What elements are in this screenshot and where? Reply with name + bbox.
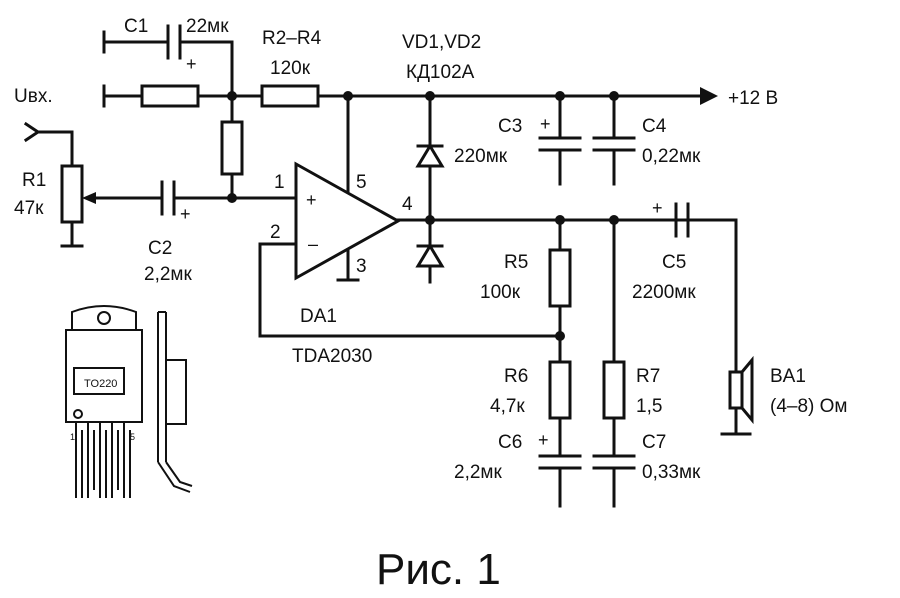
resistor-r7 [602,360,626,420]
label-package: TO220 [84,378,117,390]
to220-side-view-icon [157,311,193,493]
label-c2: C2 [148,238,172,259]
label-r2r4: R2–R4 [262,28,322,49]
capacitor-c6 [538,416,582,508]
label-c7-value: 0,33мк [642,462,701,483]
label-r1-value: 47к [14,198,44,219]
label-c2-value: 2,2мк [144,264,192,285]
label-r5-value: 100к [480,282,521,303]
label-c6-plus: + [538,430,549,450]
wire-uin [102,84,702,108]
label-r1: R1 [22,170,46,191]
label-vd: VD1,VD2 [402,32,481,53]
label-r7: R7 [636,366,660,387]
label-supply: +12 В [728,88,778,109]
label-c3: C3 [498,116,522,137]
diode-vd2 [415,243,445,268]
label-c4: C4 [642,116,667,137]
wiper-arrow-icon [82,192,96,204]
resistor-r2 [140,84,200,108]
label-c4-value: 0,22мк [642,146,701,167]
resistor-r5 [548,248,572,308]
label-c7: C7 [642,432,666,453]
label-pin2: 2 [270,222,281,243]
label-r6: R6 [504,366,528,387]
capacitor-c7 [592,416,636,508]
to220-package-icon [65,305,143,498]
label-c1-value: 22мк [186,16,229,37]
input-terminal-icon [23,121,74,168]
label-c3-plus: + [540,114,551,134]
label-c5-plus: + [652,198,663,218]
figure-caption: Рис. 1 [376,545,501,594]
label-c1-plus: + [186,54,197,74]
junction-dot [227,91,237,101]
label-pin5: 5 [356,172,367,193]
capacitor-c2 [160,180,176,216]
capacitor-c5 [674,202,738,374]
label-c6-value: 2,2мк [454,462,502,483]
label-c2-plus: + [180,204,191,224]
label-opamp-plus: + [306,190,317,210]
label-r6-value: 4,7к [490,396,525,417]
label-c3-value: 220мк [454,146,508,167]
supply-arrow-icon [700,87,718,105]
capacitor-c1 [166,24,234,98]
label-pin1: 1 [274,172,285,193]
label-ba1: BA1 [770,366,806,387]
label-c1: C1 [124,16,148,37]
label-da1-type: TDA2030 [292,346,372,367]
label-r2r4-value: 120к [270,58,311,79]
resistor-r3 [260,84,320,108]
speaker-ba1-icon [720,355,754,436]
label-opamp-minus: – [308,234,318,254]
label-pkg-pin5: 5 [130,432,135,442]
ground-pin3 [336,249,360,282]
label-vd-value: КД102А [406,62,475,83]
wire-c1-left [102,30,170,54]
label-r5: R5 [504,252,528,273]
label-da1: DA1 [300,306,337,327]
capacitor-c4 [592,94,636,186]
label-c5: C5 [662,252,686,273]
resistor-r4 [220,120,244,176]
label-ba1-value: (4–8) Ом [770,396,847,417]
label-c6: C6 [498,432,522,453]
label-c5-value: 2200мк [632,282,696,303]
label-pkg-pin1: 1 [70,432,75,442]
label-pin3: 3 [356,256,367,277]
wire-feedback [258,242,562,338]
capacitor-c3 [538,94,582,186]
potentiometer-r1 [60,164,84,224]
label-uin: Uвх. [14,86,53,107]
ground-r1 [60,220,84,248]
label-r7-value: 1,5 [636,396,662,417]
label-pin4: 4 [402,194,413,215]
resistor-r6 [548,360,572,420]
diode-vd1 [415,143,445,168]
